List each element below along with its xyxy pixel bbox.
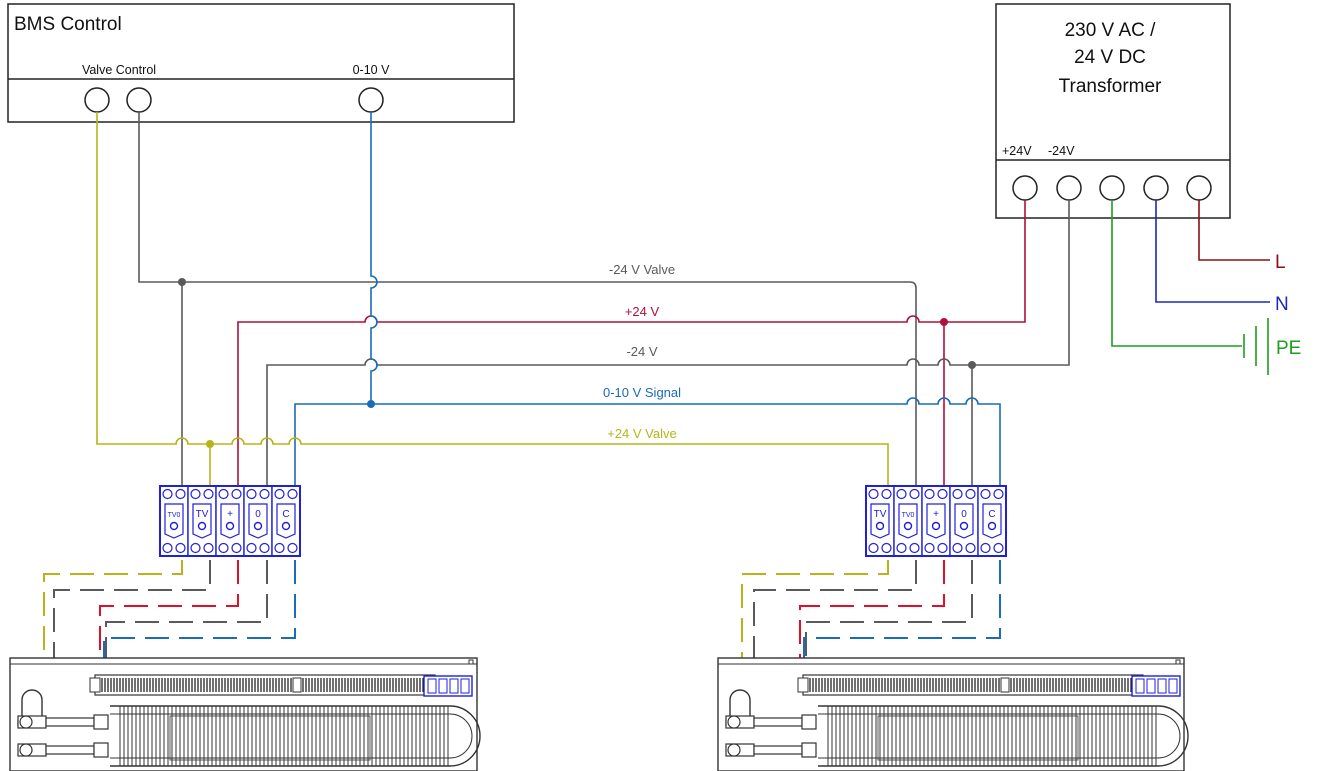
terminal-3: 0	[949, 485, 979, 557]
trench-heater-left	[9, 657, 481, 771]
label-minus24: -24 V	[626, 344, 657, 359]
label-minus24-valve: -24 V Valve	[609, 262, 675, 277]
bms-terminal-valve-minus	[126, 87, 152, 113]
transformer-plus-label: +24V	[1002, 144, 1032, 158]
terminal-label: C	[282, 509, 289, 520]
transformer-minus-label: -24V	[1048, 144, 1075, 158]
mains-l-label: L	[1275, 252, 1286, 273]
terminal-0: TV	[865, 485, 895, 557]
transformer-terminal-plus	[1012, 175, 1038, 201]
heat-exchanger	[818, 705, 1189, 767]
wire-plus24-valve	[96, 112, 889, 488]
wire-live	[1198, 200, 1270, 261]
trench-heater-right	[717, 657, 1189, 771]
mains-n-label: N	[1275, 294, 1289, 315]
terminal-block-right: TV TV0 +0 C	[865, 485, 1007, 557]
terminal-label: +	[227, 509, 233, 520]
bms-terminal-signal	[358, 87, 384, 113]
wire-neutral	[1155, 200, 1270, 303]
wire-plus24	[943, 200, 1026, 488]
terminal-1: TV0	[893, 485, 923, 557]
transformer-title-line3: Transformer	[1059, 76, 1162, 97]
terminal-label: 0	[961, 509, 967, 520]
label-signal: 0-10 V Signal	[603, 385, 681, 400]
terminal-label: TV	[874, 509, 887, 520]
terminal-label: TV	[196, 509, 209, 520]
terminal-label: 0	[255, 509, 261, 520]
valve-actuator	[729, 689, 751, 721]
terminal-2: +	[215, 485, 245, 557]
mains-pe-label: PE	[1276, 338, 1301, 359]
terminal-label: TV0	[902, 512, 915, 519]
transformer-title-line2: 24 V DC	[1074, 47, 1146, 68]
terminal-0: TV0	[159, 485, 189, 557]
terminal-label: TV0	[168, 512, 181, 519]
mains-wiring	[1111, 200, 1270, 375]
bms-control-unit: BMS Control Valve Control 0-10 V	[7, 3, 515, 123]
transformer-terminal-pe	[1099, 175, 1125, 201]
terminal-label: C	[988, 509, 995, 520]
terminal-4: C	[271, 485, 301, 557]
heat-exchanger	[110, 705, 481, 767]
terminal-1: TV	[187, 485, 217, 557]
terminal-block-left: TV0 TV +0 C	[159, 485, 301, 557]
bus-wiring	[96, 112, 1070, 488]
transformer-title-line1: 230 V AC /	[1065, 20, 1157, 41]
valve-control-label: Valve Control	[82, 63, 156, 77]
label-plus24: +24 V	[625, 304, 660, 319]
transformer-terminal-n	[1143, 175, 1169, 201]
transformer-unit: 230 V AC / 24 V DC Transformer +24V -24V	[995, 3, 1231, 219]
terminal-4: C	[977, 485, 1007, 557]
bms-terminal-valve-plus	[84, 87, 110, 113]
wire-minus24-valve	[138, 112, 917, 488]
wire-signal	[370, 112, 378, 404]
terminal-3: 0	[243, 485, 273, 557]
wire-earth	[1111, 200, 1242, 347]
transformer-terminal-minus	[1056, 175, 1082, 201]
bms-title: BMS Control	[14, 14, 122, 35]
label-plus24-valve: +24 V Valve	[607, 426, 677, 441]
terminal-2: +	[921, 485, 951, 557]
terminal-label: +	[933, 509, 939, 520]
wire-minus24	[971, 200, 1070, 488]
valve-actuator	[21, 689, 43, 721]
signal-output-label: 0-10 V	[353, 63, 390, 77]
transformer-terminal-l	[1186, 175, 1212, 201]
